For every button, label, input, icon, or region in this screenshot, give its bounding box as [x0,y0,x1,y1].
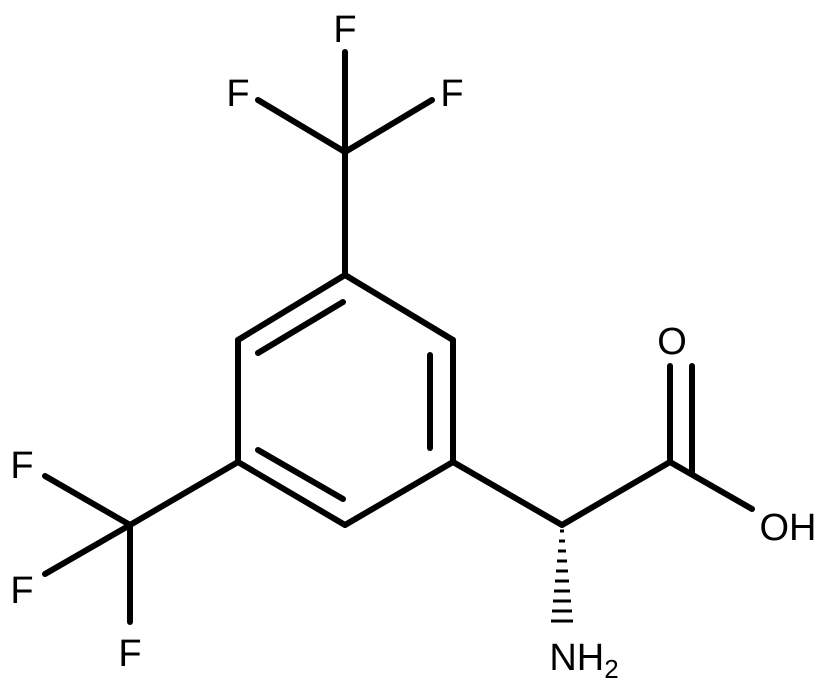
atom-f-left-upper: F [10,445,33,487]
hashed-wedge-bond [551,529,573,623]
atom-f-left-lower: F [10,570,33,612]
ring-double-bond-top-left [255,299,346,356]
ring-bond-bottom-right [342,459,456,528]
bond-carboxyl-to-hydroxyl [667,459,755,512]
amino-acid-group: O OH NH2 [450,321,817,684]
atom-f-left-bottom: F [118,633,141,675]
bond-ring-to-alpha-carbon [450,459,565,528]
atom-f-top-right: F [440,73,463,115]
atom-carbonyl-oxygen: O [657,321,687,363]
bond-ring-to-cf3-left [127,459,241,528]
bond-alpha-to-carboxyl-carbon [559,459,673,528]
cf3-group-left: F F F [10,445,241,675]
bond-cf3-left-f-lower [42,522,133,577]
ring-double-bond-bottom-left [255,447,346,502]
atom-amine: NH2 [549,637,618,684]
atom-hydroxyl: OH [760,507,817,549]
ring-bond-top-left [235,272,348,343]
atom-f-top-left: F [226,73,249,115]
amine-label: NH [549,637,604,679]
atom-f-top: F [333,9,356,51]
bond-cf3-top-f-left [255,97,348,155]
cf3-group-top: F F F [226,9,464,278]
benzene-ring [235,272,456,528]
bond-cf3-left-f-upper [42,473,133,528]
ring-bond-top-right [342,272,456,343]
amine-subscript: 2 [604,654,618,684]
bond-cf3-top-f-right [342,97,435,155]
ring-bond-bottom-left [235,459,348,528]
